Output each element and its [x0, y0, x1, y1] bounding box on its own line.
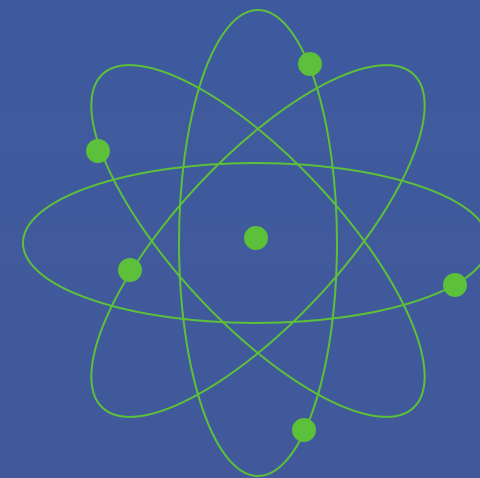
electron-bottom — [292, 418, 316, 442]
electron-left — [118, 258, 142, 282]
nucleus — [244, 226, 268, 250]
electron-right — [443, 273, 467, 297]
electron-top — [298, 52, 322, 76]
electron-upper-left — [86, 139, 110, 163]
